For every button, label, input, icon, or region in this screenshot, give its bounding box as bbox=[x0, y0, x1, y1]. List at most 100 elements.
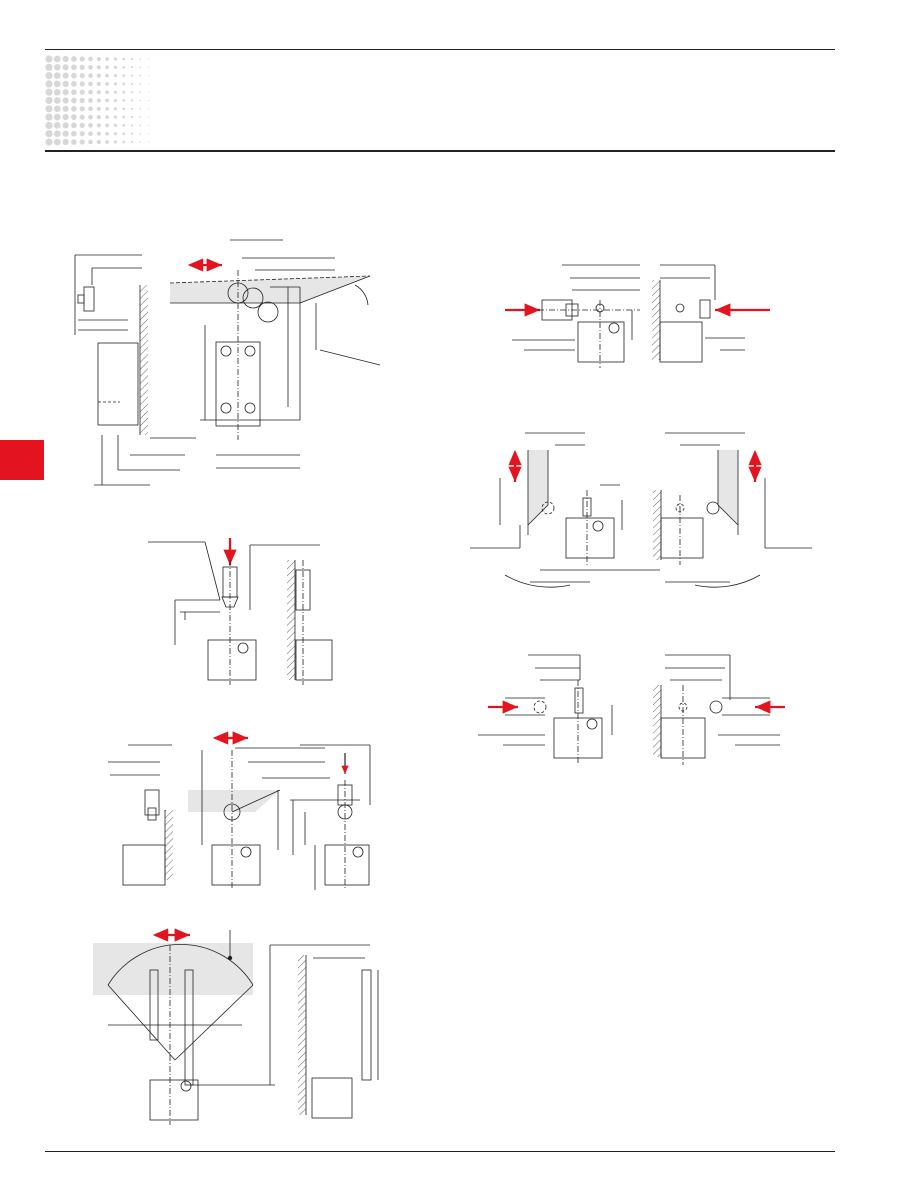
pattern-dot bbox=[148, 133, 150, 135]
pattern-dot bbox=[71, 139, 77, 145]
pattern-dot bbox=[122, 82, 126, 86]
pattern-dot bbox=[79, 89, 85, 95]
pattern-dot bbox=[130, 82, 134, 85]
pattern-dot bbox=[113, 82, 117, 86]
pattern-dot bbox=[62, 72, 69, 79]
pattern-dot bbox=[88, 56, 93, 62]
pattern-dot bbox=[105, 140, 109, 144]
pattern-dot bbox=[148, 66, 150, 68]
pattern-dot bbox=[53, 55, 61, 63]
pattern-dot bbox=[148, 116, 150, 118]
pattern-dot bbox=[105, 131, 109, 136]
pattern-dot bbox=[62, 138, 69, 146]
pattern-dot bbox=[96, 139, 101, 145]
pattern-dot bbox=[96, 106, 101, 111]
pattern-dot bbox=[53, 72, 61, 79]
pattern-dot bbox=[88, 64, 93, 70]
pattern-dot bbox=[130, 107, 134, 110]
roller-cam-figure bbox=[74, 239, 381, 486]
pattern-dot bbox=[71, 105, 77, 112]
pattern-dot bbox=[71, 56, 77, 62]
pattern-dot bbox=[130, 140, 134, 144]
pattern-dot bbox=[79, 106, 85, 112]
pattern-dot bbox=[96, 81, 101, 86]
pattern-dot bbox=[105, 57, 109, 61]
pattern-dot bbox=[88, 89, 93, 95]
pattern-dot bbox=[130, 91, 134, 94]
pattern-dot bbox=[122, 124, 126, 127]
pattern-dot bbox=[88, 114, 93, 120]
pattern-dot bbox=[96, 98, 101, 103]
pattern-dot bbox=[122, 99, 126, 102]
pattern-dot bbox=[105, 106, 109, 111]
pattern-dot bbox=[148, 141, 150, 143]
pattern-dot bbox=[113, 107, 117, 111]
pattern-dot bbox=[62, 130, 69, 137]
pattern-dot bbox=[53, 105, 61, 113]
pattern-dot bbox=[130, 74, 134, 77]
pattern-dot bbox=[130, 66, 134, 69]
pattern-dot bbox=[105, 90, 109, 95]
pattern-dot bbox=[96, 115, 101, 120]
pattern-dot bbox=[62, 89, 69, 96]
pattern-dot bbox=[113, 115, 117, 119]
pattern-dot bbox=[79, 131, 85, 137]
pattern-dot bbox=[130, 116, 134, 119]
pattern-dot bbox=[113, 98, 117, 103]
pattern-dot bbox=[122, 115, 126, 119]
pattern-dot bbox=[88, 81, 93, 87]
angled-cam-figure bbox=[470, 432, 812, 588]
pattern-dot bbox=[148, 108, 150, 110]
pattern-dot bbox=[139, 99, 142, 102]
pattern-dot bbox=[96, 56, 101, 62]
pattern-dot bbox=[139, 124, 142, 127]
pattern-dot bbox=[45, 121, 53, 129]
pattern-dot bbox=[113, 65, 117, 69]
pattern-dot bbox=[45, 55, 53, 63]
pattern-dot bbox=[79, 56, 85, 62]
pattern-dot bbox=[88, 131, 93, 137]
pattern-dot bbox=[79, 81, 85, 87]
pattern-dot bbox=[62, 80, 69, 87]
plunger-press-figure bbox=[148, 538, 333, 685]
pattern-dot bbox=[71, 114, 77, 120]
pattern-dot bbox=[113, 74, 117, 78]
pattern-dot bbox=[53, 138, 61, 146]
pattern-dot bbox=[113, 90, 117, 94]
pattern-dot bbox=[71, 122, 77, 129]
pattern-dot bbox=[139, 91, 142, 94]
pattern-dot bbox=[96, 65, 101, 70]
pattern-dot bbox=[53, 122, 61, 129]
pattern-dot bbox=[105, 82, 109, 86]
pattern-dot bbox=[139, 58, 142, 60]
pattern-dot bbox=[105, 65, 109, 70]
roller-lever-figure bbox=[108, 731, 371, 890]
pattern-dot bbox=[45, 72, 53, 80]
pattern-dot bbox=[62, 122, 69, 129]
pattern-dot bbox=[79, 139, 85, 145]
pattern-dot bbox=[113, 123, 117, 127]
pattern-dot bbox=[53, 113, 61, 121]
pattern-dot bbox=[139, 66, 142, 69]
pattern-dot bbox=[139, 132, 142, 135]
pattern-dot bbox=[45, 96, 53, 105]
pattern-dot bbox=[45, 105, 53, 113]
pattern-dot bbox=[122, 140, 126, 144]
pattern-dot bbox=[62, 55, 69, 63]
side-plunger-figure bbox=[505, 264, 770, 368]
pattern-dot bbox=[71, 89, 77, 96]
pattern-dot bbox=[148, 91, 150, 93]
pattern-dot bbox=[88, 139, 93, 145]
pattern-dot bbox=[148, 124, 150, 126]
pattern-dot bbox=[79, 64, 85, 70]
pattern-dot bbox=[53, 88, 61, 96]
pattern-dot bbox=[105, 123, 109, 128]
pattern-dot bbox=[96, 90, 101, 95]
pattern-dot bbox=[122, 74, 126, 77]
pattern-dot bbox=[148, 58, 150, 60]
pattern-dot bbox=[96, 73, 101, 78]
pattern-dot bbox=[71, 81, 77, 87]
pattern-dot bbox=[88, 106, 93, 112]
pattern-dot bbox=[45, 88, 53, 96]
pattern-dot bbox=[122, 65, 126, 69]
